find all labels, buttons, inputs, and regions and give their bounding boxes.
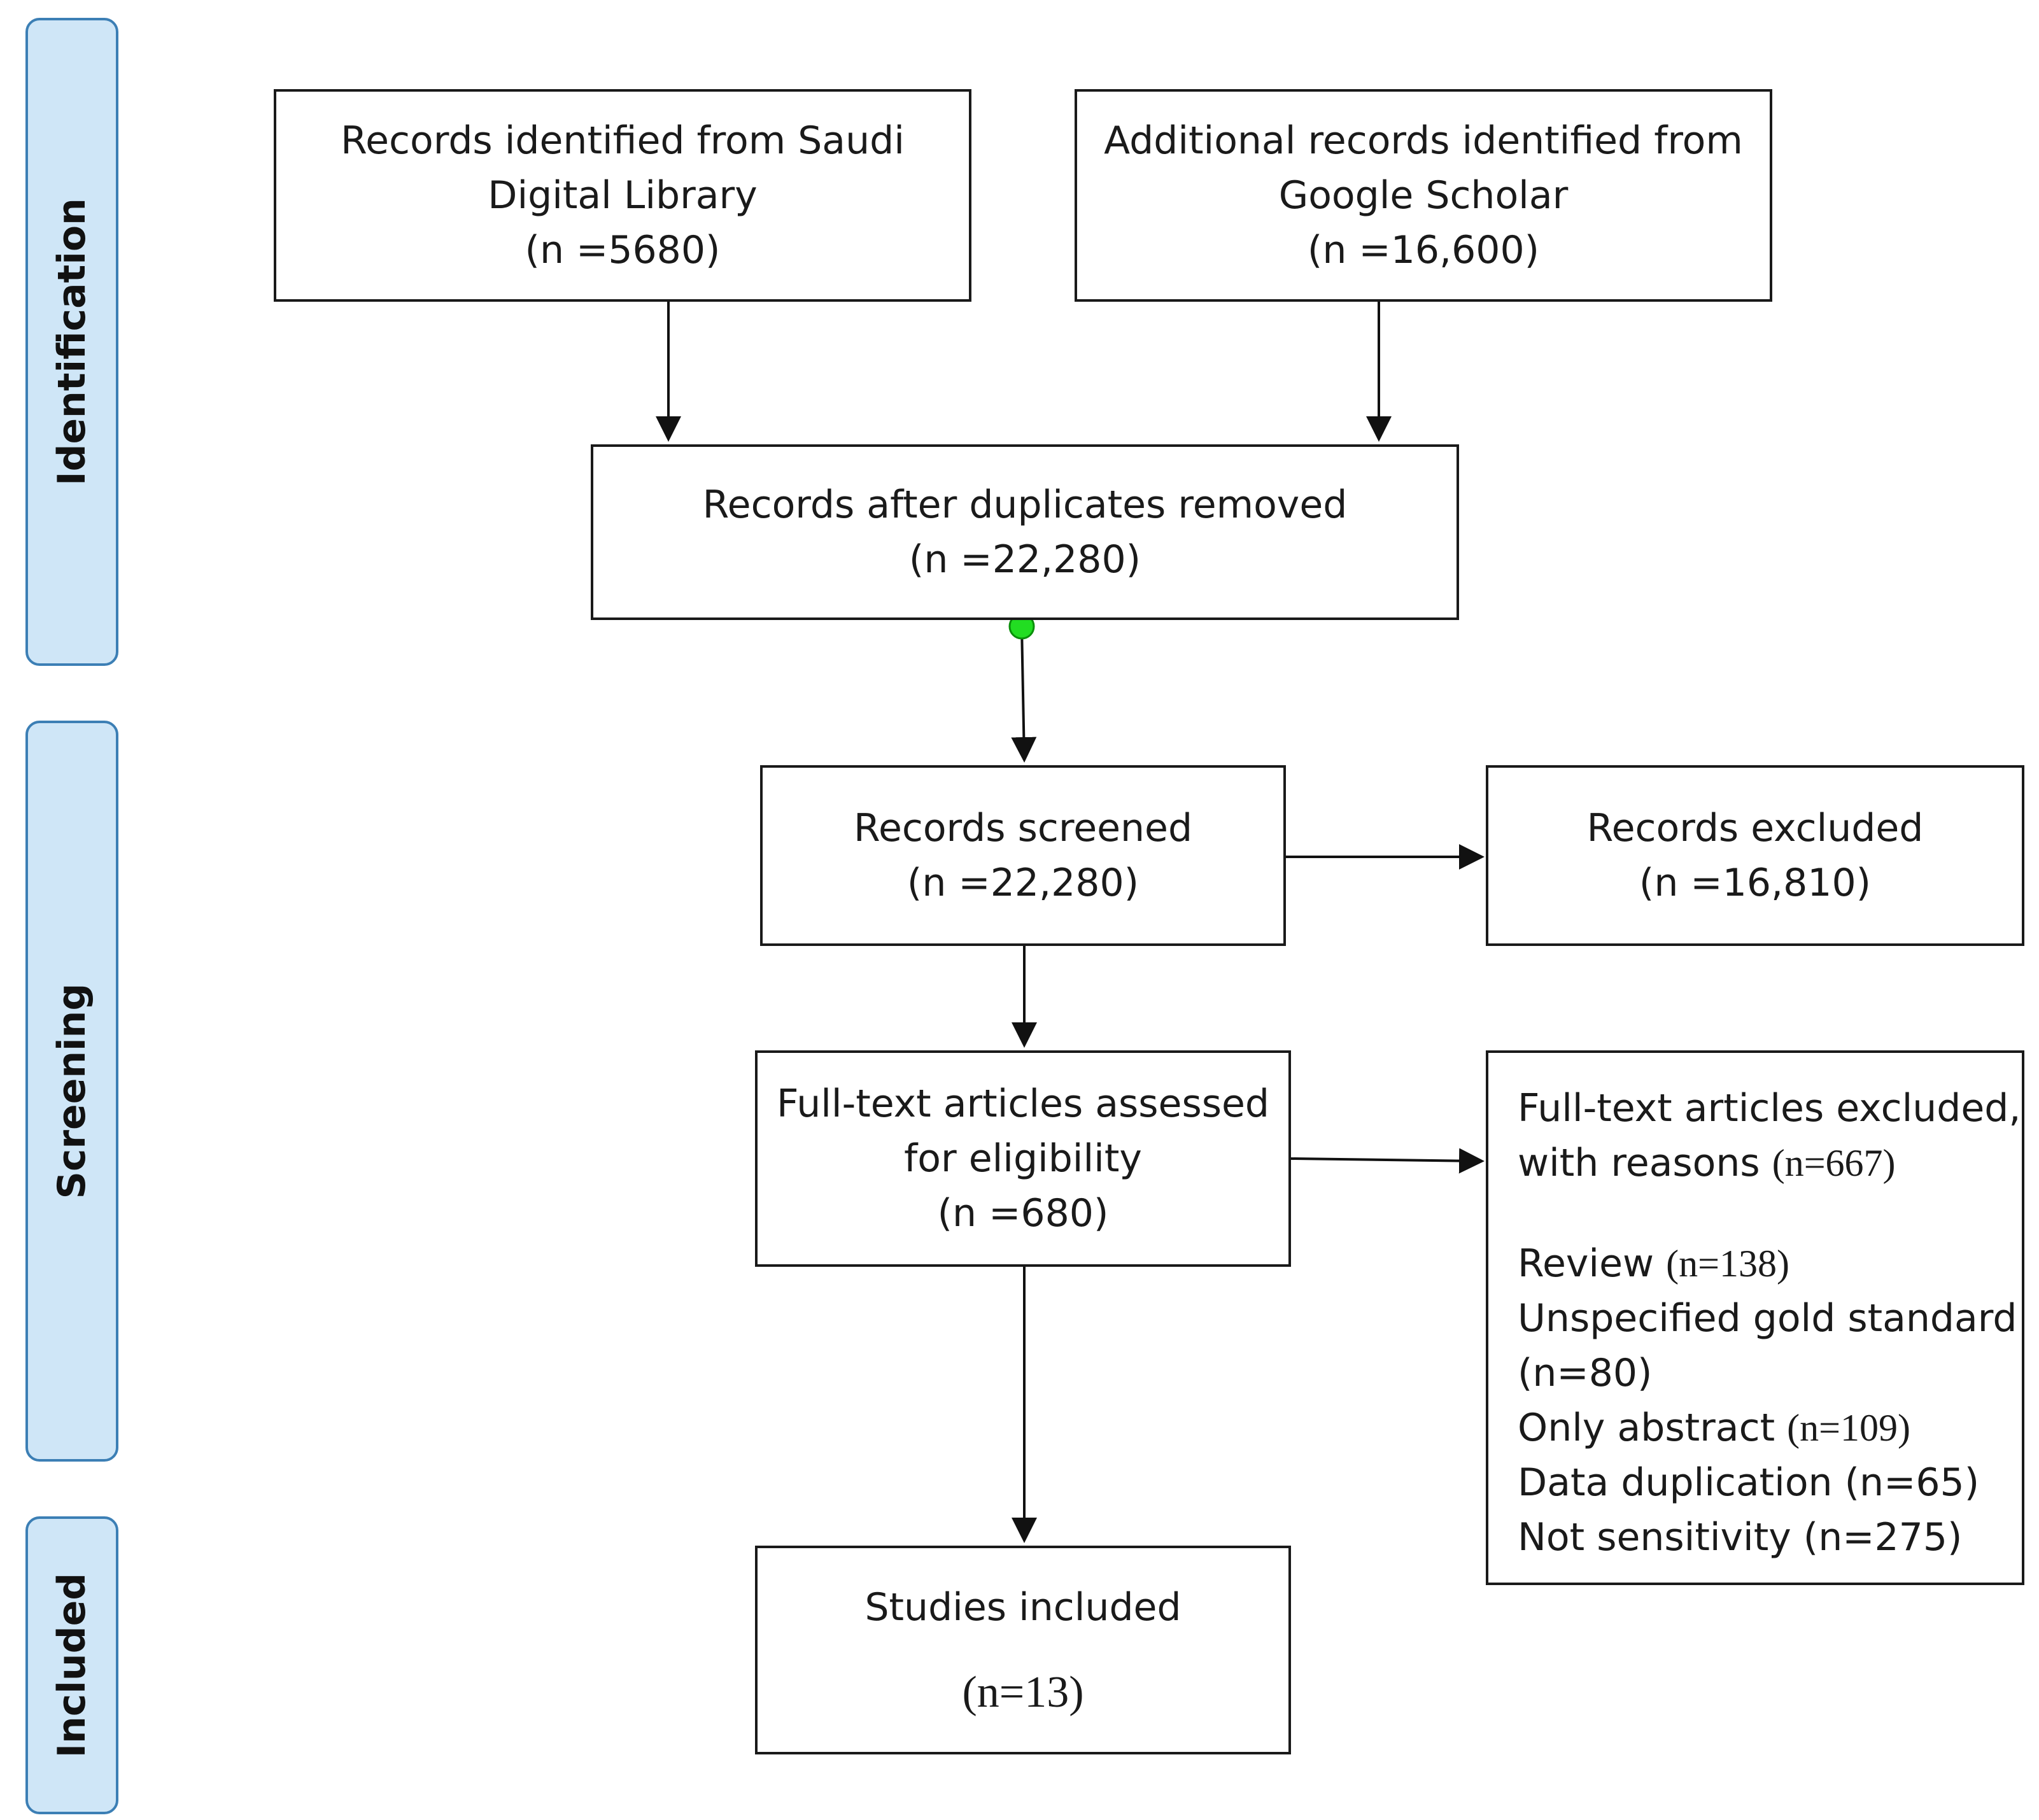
box-dedup-line1: Records after duplicates removed bbox=[702, 483, 1348, 527]
box-saudi-digital-library: Records identified from Saudi Digital Li… bbox=[274, 89, 971, 302]
reason-data-duplication: Data duplication (n=65) bbox=[1518, 1460, 1980, 1505]
reason-only-abstract: Only abstract (n=109) bbox=[1518, 1400, 1910, 1455]
phase-included: Included bbox=[25, 1516, 118, 1814]
box-google-line2: Google Scholar bbox=[1278, 173, 1569, 218]
box-fulltext-count: (n =680) bbox=[937, 1191, 1109, 1236]
reason-unspecified-gold-standard-count: (n=80) bbox=[1518, 1351, 1653, 1395]
reason-review-text: Review bbox=[1518, 1241, 1667, 1286]
box-fulltext-line1: Full-text articles assessed bbox=[777, 1082, 1269, 1126]
box-saudi-line2: Digital Library bbox=[488, 173, 758, 218]
box-excluded-line1: Records excluded bbox=[1586, 806, 1924, 850]
reason-review-count: (n=138) bbox=[1666, 1243, 1789, 1285]
box-google-scholar: Additional records identified from Googl… bbox=[1075, 89, 1772, 302]
reason-unspecified-gold-standard: Unspecified gold standard bbox=[1518, 1296, 2017, 1341]
box-excluded-count: (n =16,810) bbox=[1639, 861, 1872, 905]
box-records-screened: Records screened (n =22,280) bbox=[760, 765, 1286, 946]
arrow-dedup-to-screened bbox=[1011, 626, 1037, 763]
phase-screening: Screening bbox=[25, 721, 118, 1462]
box-saudi-count: (n =5680) bbox=[525, 228, 721, 272]
box-ftex-line2-text: with reasons bbox=[1518, 1141, 1772, 1185]
box-ftex-total-count: (n=667) bbox=[1772, 1142, 1896, 1184]
reason-not-sensitivity: Not sensitivity (n=275) bbox=[1518, 1515, 1963, 1560]
box-studies-included: Studies included (n=13) bbox=[755, 1546, 1291, 1754]
reason-review: Review (n=138) bbox=[1518, 1236, 1789, 1291]
box-fulltext-excluded: Full-text articles excluded, with reason… bbox=[1486, 1050, 2024, 1585]
box-ftex-line1: Full-text articles excluded, bbox=[1518, 1086, 2021, 1131]
box-ftex-line2: with reasons (n=667) bbox=[1518, 1136, 1896, 1190]
box-included-line1: Studies included bbox=[864, 1585, 1182, 1630]
arrow-fulltext-to-fulltext-excluded bbox=[1290, 1148, 1485, 1174]
phase-identification: Identification bbox=[25, 18, 118, 666]
box-included-count: (n=13) bbox=[962, 1668, 1084, 1717]
box-records-excluded: Records excluded (n =16,810) bbox=[1486, 765, 2024, 946]
box-duplicates-removed: Records after duplicates removed (n =22,… bbox=[591, 444, 1459, 620]
box-fulltext-assessed: Full-text articles assessed for eligibil… bbox=[755, 1050, 1291, 1267]
box-google-count: (n =16,600) bbox=[1307, 228, 1540, 272]
reason-only-abstract-count: (n=109) bbox=[1787, 1407, 1910, 1449]
box-screened-count: (n =22,280) bbox=[907, 861, 1139, 905]
box-saudi-line1: Records identified from Saudi bbox=[341, 118, 905, 163]
reason-only-abstract-text: Only abstract bbox=[1518, 1406, 1788, 1450]
box-dedup-count: (n =22,280) bbox=[908, 537, 1141, 582]
box-google-line1: Additional records identified from bbox=[1104, 118, 1743, 163]
box-fulltext-line2: for eligibility bbox=[904, 1136, 1142, 1181]
box-screened-line1: Records screened bbox=[853, 806, 1193, 850]
